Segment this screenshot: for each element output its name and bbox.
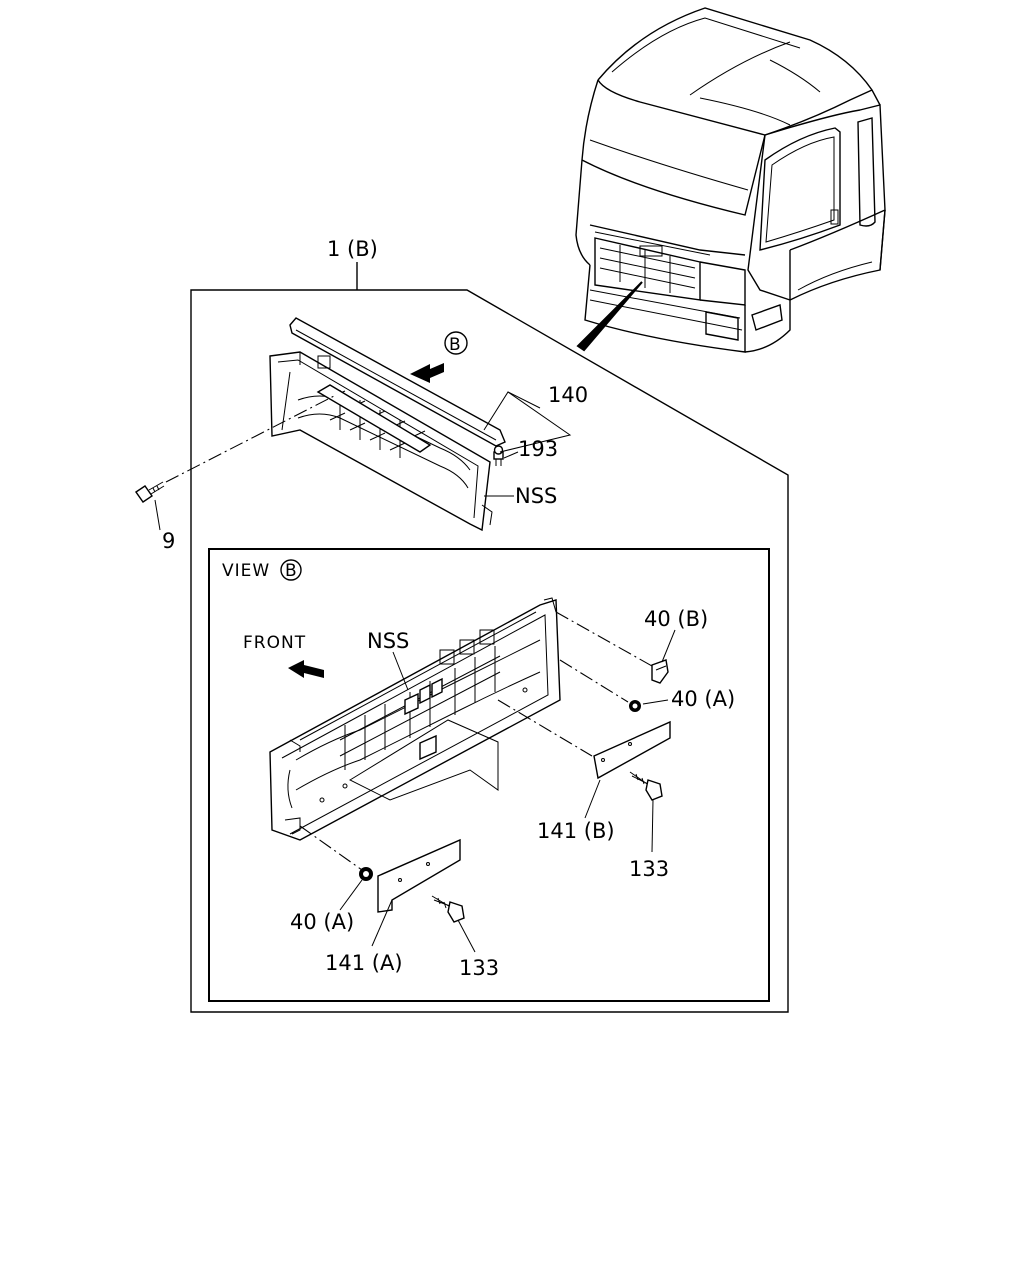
centerline-40a-left <box>299 825 363 871</box>
leader-40b <box>661 629 676 663</box>
assembly-frame <box>190 289 789 1013</box>
view-b-marker-top: B <box>444 331 468 355</box>
part-40a-left-nut <box>359 867 373 881</box>
callout-40b: 40 (B) <box>644 607 708 631</box>
leader-to-cab <box>576 281 643 352</box>
front-label: FRONT <box>243 633 306 653</box>
leader-140 <box>483 391 572 453</box>
leader-193 <box>503 451 519 459</box>
svg-text:B: B <box>449 335 462 355</box>
callout-9: 9 <box>162 529 175 553</box>
centerline-141b <box>497 699 593 757</box>
view-b-label: VIEW <box>222 561 270 581</box>
part-133-left-screw <box>431 895 465 923</box>
truck-cab-illustration <box>575 7 886 353</box>
callout-140: 140 <box>548 383 588 407</box>
reference-plane <box>348 719 499 801</box>
leader-40a-left <box>339 879 363 911</box>
leader-40a-right <box>642 699 669 705</box>
leader-9 <box>154 499 161 531</box>
part-9-screw <box>135 481 165 503</box>
leader-nss-view <box>392 651 409 691</box>
centerline-40b <box>555 611 653 667</box>
callout-141b: 141 (B) <box>537 819 615 843</box>
part-141a-plate <box>377 838 461 913</box>
centerline-40a-right <box>559 659 629 703</box>
callout-40a-right: 40 (A) <box>671 687 735 711</box>
callout-assembly: 1 (B) <box>327 237 378 261</box>
part-193-clip <box>493 445 504 466</box>
rear-grille-view <box>269 597 561 841</box>
callout-40a-left: 40 (A) <box>290 910 354 934</box>
callout-141a: 141 (A) <box>325 951 403 975</box>
part-133-right-screw <box>629 771 663 801</box>
front-arrow-icon <box>288 660 324 678</box>
callout-133-left: 133 <box>459 956 499 980</box>
centerline-9 <box>165 395 335 483</box>
leader-133-left <box>457 919 476 953</box>
leader-133-right <box>651 799 654 853</box>
front-grille <box>269 317 506 532</box>
part-40a-right-nut <box>629 700 641 712</box>
callout-nss-top: NSS <box>515 484 557 508</box>
part-141b-plate <box>593 720 671 780</box>
leader-140-tick <box>507 391 541 409</box>
leader-141b <box>584 779 601 819</box>
svg-text:B: B <box>285 561 298 581</box>
view-b-frame <box>208 548 770 1002</box>
view-b-arrow-icon <box>410 363 444 383</box>
callout-133-right: 133 <box>629 857 669 881</box>
callout-nss-view: NSS <box>367 629 409 653</box>
callout-193: 193 <box>518 437 558 461</box>
leader-141a <box>371 899 393 947</box>
view-b-marker: B <box>280 559 302 581</box>
part-40b-clip <box>651 659 669 684</box>
